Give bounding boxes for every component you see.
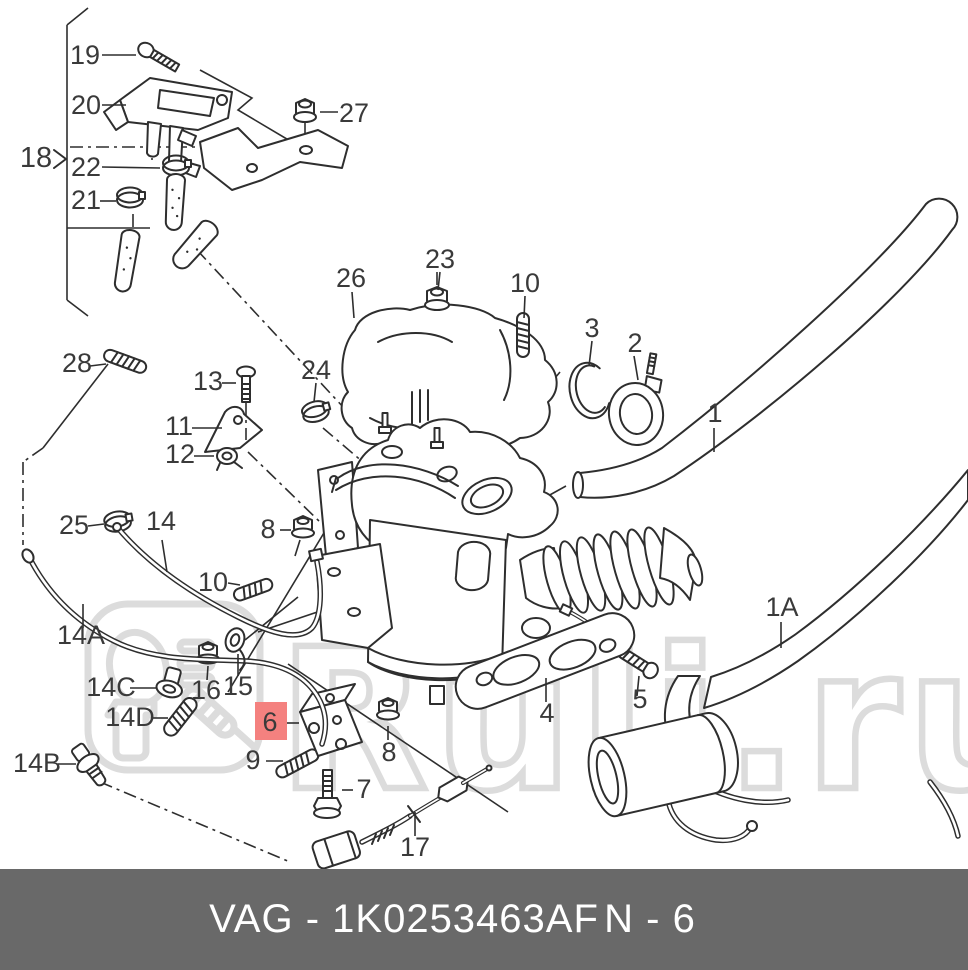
part-10-stud-top bbox=[516, 312, 530, 358]
part-14c-fitting bbox=[155, 666, 183, 699]
part-25-clamp bbox=[103, 510, 134, 533]
part-sensor-bracket bbox=[177, 127, 349, 191]
callout-2[interactable]: 2 bbox=[627, 328, 642, 358]
part-flex-pipe bbox=[519, 526, 704, 658]
part-2-clamp bbox=[607, 352, 665, 446]
part-7-bolt bbox=[313, 769, 342, 819]
callout-20[interactable]: 20 bbox=[71, 90, 101, 120]
callout-14c[interactable]: 14C bbox=[86, 672, 136, 702]
callout-27[interactable]: 27 bbox=[339, 98, 369, 128]
part-10-stud-mid bbox=[232, 577, 274, 602]
callout-18[interactable]: 18 bbox=[20, 142, 52, 174]
part-14b-fitting bbox=[70, 742, 107, 787]
callout-3[interactable]: 3 bbox=[584, 313, 599, 343]
callout-8-lower[interactable]: 8 bbox=[381, 737, 396, 767]
footer-page-ref: N - 6 bbox=[604, 897, 696, 941]
callout-1a[interactable]: 1A bbox=[765, 592, 798, 622]
callout-14d[interactable]: 14D bbox=[105, 702, 155, 732]
callout-16[interactable]: 16 bbox=[191, 675, 221, 705]
part-19-screw bbox=[137, 41, 181, 73]
part-17-temp-sensor bbox=[311, 764, 493, 870]
callout-17[interactable]: 17 bbox=[400, 832, 430, 862]
callout-4[interactable]: 4 bbox=[539, 698, 554, 728]
callout-6-highlight bbox=[255, 702, 287, 740]
callout-24[interactable]: 24 bbox=[301, 355, 331, 385]
part-dpf-body bbox=[315, 412, 559, 705]
callout-14a[interactable]: 14A bbox=[57, 620, 105, 650]
part-8-nut-lower bbox=[376, 697, 400, 721]
part-12-grommet bbox=[216, 447, 243, 471]
callout-22[interactable]: 22 bbox=[71, 152, 101, 182]
callout-21[interactable]: 21 bbox=[71, 185, 101, 215]
watermark-logo bbox=[84, 600, 264, 774]
part-pressure-hoses bbox=[113, 173, 219, 293]
callout-1[interactable]: 1 bbox=[707, 398, 722, 428]
callout-11[interactable]: 11 bbox=[165, 411, 193, 441]
callout-10-top[interactable]: 10 bbox=[510, 268, 540, 298]
footer-bar: VAG - 1K0253463AF N - 6 bbox=[0, 869, 968, 970]
part-9-stud bbox=[275, 748, 320, 779]
callout-leaders bbox=[58, 54, 782, 836]
callout-28[interactable]: 28 bbox=[62, 348, 92, 378]
part-14-line bbox=[112, 522, 324, 638]
part-27-nut bbox=[293, 98, 317, 123]
callout-10-mid[interactable]: 10 bbox=[198, 567, 228, 597]
part-13-bolt bbox=[236, 365, 256, 403]
part-3-gasket-ring bbox=[568, 361, 611, 420]
callout-15[interactable]: 15 bbox=[223, 671, 253, 701]
part-21-clamp bbox=[116, 186, 146, 209]
callout-26[interactable]: 26 bbox=[336, 263, 366, 293]
part-4-flange bbox=[454, 612, 636, 710]
callout-14[interactable]: 14 bbox=[146, 506, 176, 536]
callout-9[interactable]: 9 bbox=[245, 745, 260, 775]
callout-5[interactable]: 5 bbox=[632, 684, 647, 714]
callout-12[interactable]: 12 bbox=[165, 439, 195, 469]
part-4-boss-a bbox=[521, 617, 551, 639]
footer-part-code: VAG - 1K0253463AF bbox=[209, 897, 599, 941]
part-14d-stud bbox=[163, 696, 198, 737]
part-23-nut bbox=[424, 286, 450, 311]
part-24-clamp bbox=[300, 400, 332, 423]
callout-labels: 19 20 27 18 22 21 26 23 10 24 3 2 1 28 1… bbox=[13, 40, 799, 862]
part-8-nut-upper bbox=[291, 515, 315, 539]
part-28-stud bbox=[103, 348, 148, 374]
callout-6[interactable]: 6 bbox=[262, 707, 277, 737]
callout-8-upper[interactable]: 8 bbox=[260, 514, 275, 544]
callout-25[interactable]: 25 bbox=[59, 510, 89, 540]
part-11-bracket bbox=[204, 406, 263, 453]
part-15-washer bbox=[224, 627, 246, 671]
part-14a-line bbox=[21, 548, 329, 747]
part-1a-catalyst bbox=[587, 712, 961, 844]
callout-7[interactable]: 7 bbox=[356, 774, 371, 804]
callout-14b[interactable]: 14B bbox=[13, 748, 61, 778]
part-1-exhaust-pipe bbox=[572, 197, 959, 499]
callout-13[interactable]: 13 bbox=[193, 366, 223, 396]
callout-23[interactable]: 23 bbox=[425, 244, 455, 274]
part-6-bracket bbox=[299, 683, 363, 757]
callout-19[interactable]: 19 bbox=[70, 40, 100, 70]
